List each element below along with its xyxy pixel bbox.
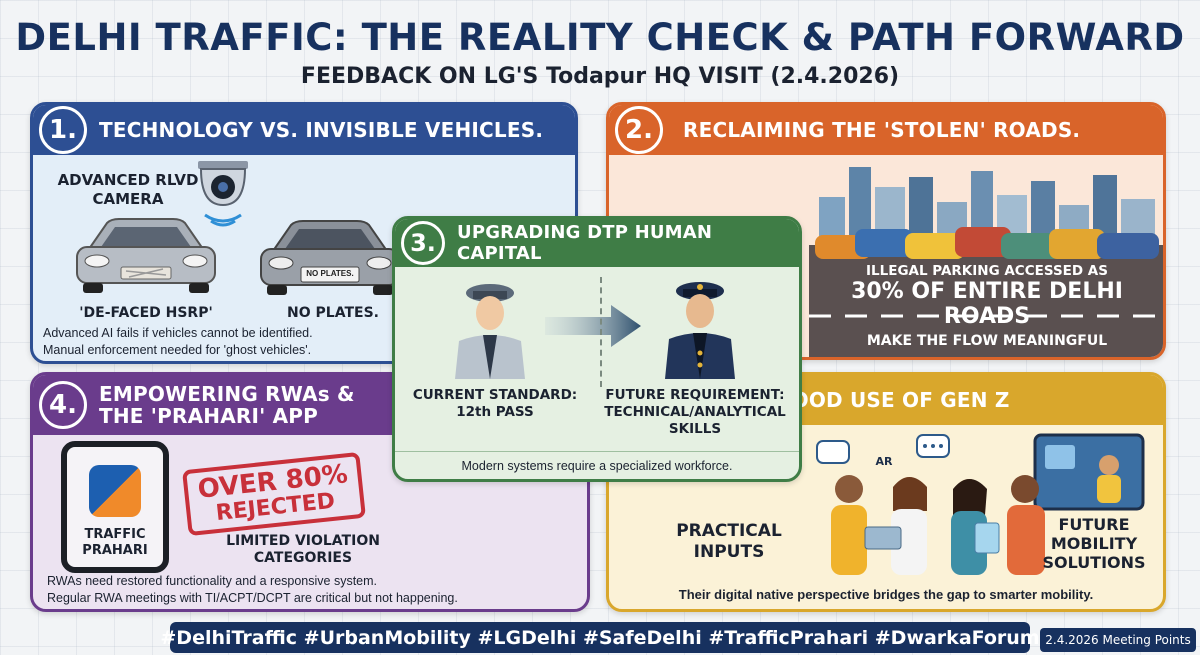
panel-gen-z: 5. GOOD USE OF GEN Z AR PRACTICAL INPUTS… [606,372,1166,612]
officer-current-icon [455,284,525,379]
car-no-plate [260,220,400,295]
panel-description: Modern systems require a specialized wor… [395,451,799,479]
practical-inputs-label: PRACTICAL INPUTS [676,521,782,562]
current-standard-label: CURRENT STANDARD: 12th PASS [412,387,578,420]
camera-label: ADVANCED RLVD CAMERA [57,171,199,208]
panel-description: Their digital native perspective bridges… [678,586,1094,602]
prahari-app-icon [89,465,141,517]
rejected-stamp: OVER 80% REJECTED [182,451,366,537]
panel-heading: UPGRADING DTP HUMAN CAPITAL [457,222,713,264]
panel-heading: GOOD USE OF GEN Z [775,388,1010,412]
ar-screen-text: AR [875,455,893,468]
panel-number: 3. [401,221,445,265]
panel-rwas-prahari: 4. EMPOWERING RWAs & THE 'PRAHARI' APP T… [30,372,590,612]
defaced-label: 'DE-FACED HSRP' [79,305,213,321]
road-area [809,245,1163,357]
panel-number: 2. [615,106,663,154]
panel-number: 1. [39,106,87,154]
panel-description: RWAs need restored functionality and a r… [47,574,458,605]
phone-mockup: TRAFFIC PRAHARI [61,441,169,573]
limited-categories-label: LIMITED VIOLATION CATEGORIES [226,533,380,566]
panel-header: 2. RECLAIMING THE 'STOLEN' ROADS. [609,105,1163,155]
future-mobility-label: FUTURE MOBILITY SOLUTIONS [1042,515,1146,572]
camera-icon [198,161,248,227]
panel-number: 4. [39,381,87,429]
hashtag-banner: #DelhiTraffic #UrbanMobility #LGDelhi #S… [160,622,1040,653]
car-defaced-plate [76,218,216,293]
app-name: TRAFFIC PRAHARI [82,527,148,558]
panel-heading: RECLAIMING THE 'STOLEN' ROADS. [683,118,1081,142]
parking-stat-line-1: ILLEGAL PARKING ACCESSED AS [866,263,1108,279]
panel-heading: TECHNOLOGY VS. INVISIBLE VEHICLES. [99,118,544,142]
traffic-jam-illustration [815,227,1159,259]
page-subtitle: FEEDBACK ON LG'S Todapur HQ VISIT (2.4.2… [300,64,900,89]
divider [600,277,602,387]
gen-z-group-illustration [816,433,1145,575]
no-plates-label: NO PLATES. [287,305,379,321]
panel-header: 1. TECHNOLOGY VS. INVISIBLE VEHICLES. [33,105,575,155]
progress-arrow-icon [545,305,641,347]
meeting-date-badge: 2.4.2026 Meeting Points [1040,628,1196,652]
page-title: DELHI TRAFFIC: THE REALITY CHECK & PATH … [15,16,1185,59]
parking-stat-line-2: 30% OF ENTIRE DELHI ROADS [851,279,1123,329]
officer-future-icon [665,282,735,379]
no-plate-sign: NO PLATES. [306,269,354,278]
future-requirement-label: FUTURE REQUIREMENT: TECHNICAL/ANALYTICAL… [604,387,786,437]
road-lane-markings [809,314,1163,318]
panel-heading: EMPOWERING RWAs & THE 'PRAHARI' APP [99,382,355,428]
panel-human-capital: 3. UPGRADING DTP HUMAN CAPITAL CURRENT S… [392,216,802,482]
panel-description: Advanced AI fails if vehicles cannot be … [43,326,313,357]
panel-header: 3. UPGRADING DTP HUMAN CAPITAL [395,219,799,267]
panel-footer: MAKE THE FLOW MEANINGFUL [866,333,1108,349]
